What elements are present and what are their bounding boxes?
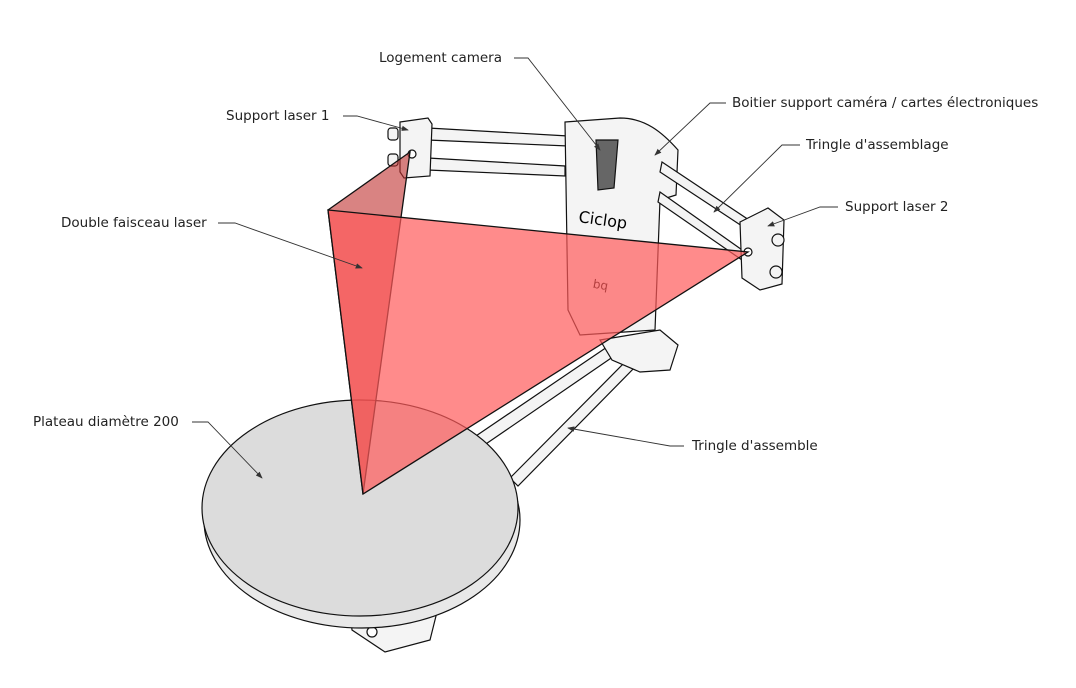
leader-turntable [192,421,263,479]
label-rod-bottom: Tringle d'assemble [692,438,818,454]
leader-camera-box [654,102,726,156]
label-turntable: Plateau diamètre 200 [33,414,179,430]
label-camera-housing: Logement camera [379,50,502,66]
label-laser-beam: Double faisceau laser [61,215,207,231]
leader-laser-support-2 [767,206,838,227]
label-laser-support-2: Support laser 2 [845,199,949,215]
label-camera-box: Boitier support caméra / cartes électron… [732,95,1039,111]
lower-mount [599,329,679,373]
leader-laser-beam [218,222,363,269]
leader-rod-bottom [567,426,684,447]
label-rod-top: Tringle d'assemblage [806,137,949,153]
leader-rod-top [713,144,800,213]
upper-rod-2 [427,157,566,177]
laser-plane-2 [327,209,750,496]
leader-camera-housing [514,57,601,151]
leader-laser-support-1 [343,115,409,131]
upper-rod-1 [427,127,569,147]
label-laser-support-1: Support laser 1 [226,108,330,124]
